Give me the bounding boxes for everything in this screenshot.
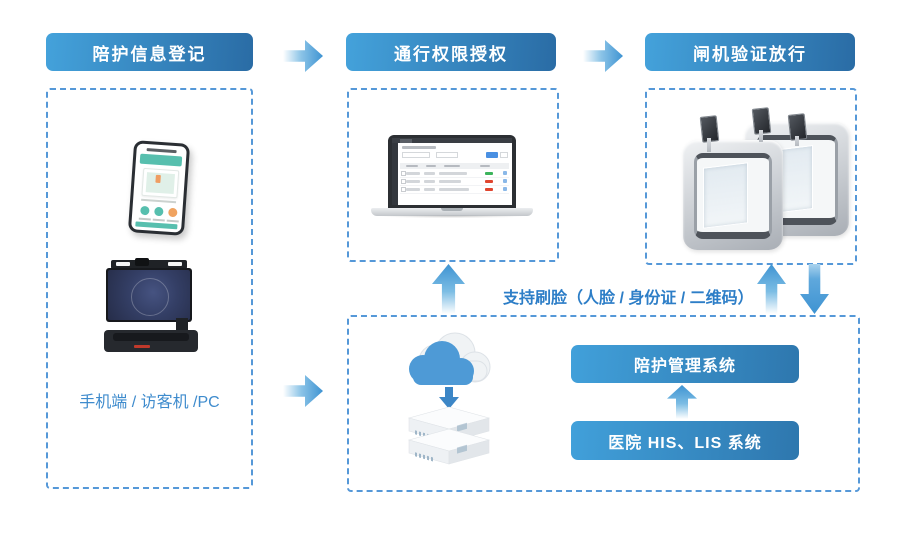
- kiosk-slot: [168, 262, 182, 266]
- laptop-notch: [441, 208, 463, 211]
- arrow-up-icon: [432, 264, 465, 314]
- gate-panel: [645, 88, 857, 265]
- gate-inner-frame: [694, 153, 772, 239]
- arrow-right-icon: [283, 40, 323, 72]
- phone-bottom-bar: [135, 221, 178, 230]
- phone-app-title-bar: [146, 148, 177, 154]
- hospital-his-lis-label: 医院 HIS、LIS 系统: [571, 421, 799, 460]
- cloud-server-icon: [393, 329, 505, 475]
- escort-management-system-label: 陪护管理系统: [571, 345, 799, 383]
- turnstile-gates-icon: [683, 107, 855, 254]
- kiosk-slot: [116, 262, 130, 266]
- admin-table-row: [400, 177, 509, 186]
- admin-table-row: [400, 169, 509, 178]
- terminal-pole: [795, 136, 799, 146]
- registration-devices-caption: 手机端 / 访客机 /PC: [79, 394, 220, 411]
- admin-filter-input: [436, 152, 458, 158]
- laptop-icon: [371, 135, 533, 218]
- kiosk-display: [108, 270, 190, 320]
- laptop-base: [371, 208, 533, 216]
- step-gate-verification: 闸机验证放行: [645, 33, 855, 71]
- phone-action-label: [138, 217, 151, 221]
- phone-card-figure: [155, 174, 161, 184]
- laptop-shadow: [379, 215, 525, 218]
- gate-glass-panel: [702, 162, 748, 230]
- smartphone-icon: [127, 140, 191, 236]
- terminal-pole: [759, 130, 763, 142]
- admin-table-row: [400, 185, 509, 194]
- admin-breadcrumb: [402, 146, 436, 149]
- kiosk-display-ring: [130, 278, 169, 316]
- kiosk-base: [104, 330, 198, 352]
- admin-search-button: [486, 152, 498, 158]
- phone-action-icon: [140, 205, 150, 216]
- phone-action-icon: [154, 206, 164, 217]
- kiosk-screen: [106, 268, 192, 322]
- arrow-down-icon: [800, 264, 829, 314]
- admin-filter-input: [402, 152, 430, 158]
- step-authorization: 通行权限授权: [346, 33, 556, 71]
- arrow-up-icon: [667, 385, 697, 419]
- visitor-kiosk-icon: [104, 258, 198, 352]
- phone-action-label: [166, 219, 179, 223]
- admin-topbar: [392, 138, 512, 143]
- authorization-panel: [347, 88, 559, 262]
- laptop-screen: [388, 135, 516, 209]
- platform-panel: 陪护管理系统 医院 HIS、LIS 系统: [347, 315, 860, 492]
- arrow-right-icon: [583, 40, 623, 72]
- phone-frame: [127, 140, 191, 236]
- phone-pass-card: [141, 167, 180, 199]
- admin-table-header: [400, 163, 509, 169]
- kiosk-camera-lens: [135, 258, 149, 266]
- kiosk-red-stripe: [134, 345, 150, 348]
- gate-support-note: 支持刷脸（人脸 / 身份证 / 二维码）: [503, 290, 754, 307]
- cloud-server-graphic: [407, 332, 491, 465]
- arrow-up-icon: [757, 264, 786, 314]
- registration-devices-panel: 手机端 / 访客机 /PC: [46, 88, 253, 489]
- phone-screen: [131, 143, 187, 233]
- terminal-pole: [707, 138, 711, 152]
- kiosk-camera-bar: [111, 260, 187, 269]
- phone-action-label: [152, 218, 165, 222]
- phone-text-line: [140, 198, 176, 204]
- laptop-display: [392, 138, 512, 205]
- gate-unit-front: [683, 140, 783, 250]
- phone-action-icon: [168, 207, 178, 218]
- phone-banner: [139, 153, 183, 167]
- step-registration: 陪护信息登记: [46, 33, 253, 71]
- admin-tab: [400, 139, 412, 143]
- kiosk-tray: [113, 333, 189, 341]
- admin-reset-button: [500, 152, 508, 158]
- admin-sidebar: [392, 143, 398, 205]
- arrow-right-icon: [283, 375, 323, 407]
